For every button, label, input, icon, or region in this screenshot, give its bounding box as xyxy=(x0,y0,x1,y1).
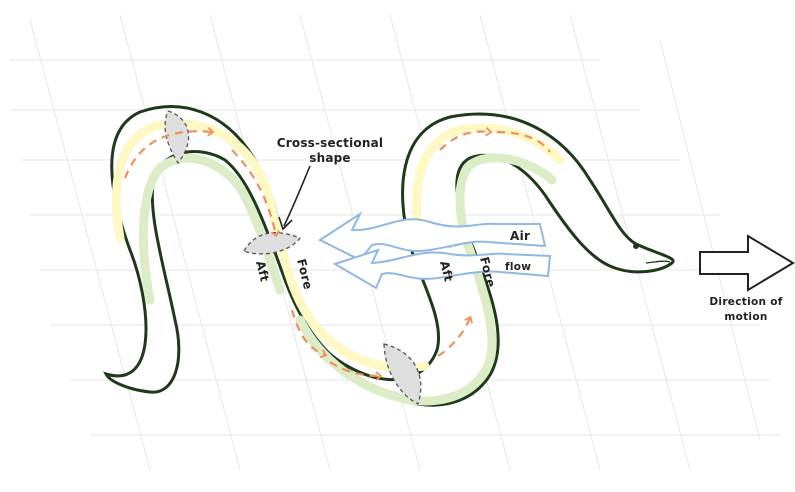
direction-label-line2: motion xyxy=(724,311,767,323)
aft-label-left: Aft xyxy=(253,259,272,283)
snake-eye xyxy=(633,243,639,249)
air-label: Air xyxy=(510,229,530,243)
cross-section-pointer-head xyxy=(278,216,293,231)
aft-bands xyxy=(138,153,557,406)
cross-section-pointer xyxy=(283,165,311,227)
cross-section-label-line2: shape xyxy=(309,151,351,165)
fore-bands xyxy=(111,119,565,373)
snake-mouth xyxy=(645,260,671,264)
direction-label-line1: Direction of xyxy=(709,296,782,308)
direction-arrow xyxy=(699,234,795,292)
snake-head xyxy=(633,243,671,264)
air-flow-arrow xyxy=(317,211,552,290)
body-flow-arrows xyxy=(123,126,551,381)
flow-label: flow xyxy=(505,261,531,273)
aft-label-right: Aft xyxy=(437,259,456,283)
cross-section-label-line1: Cross-sectional xyxy=(277,136,383,150)
